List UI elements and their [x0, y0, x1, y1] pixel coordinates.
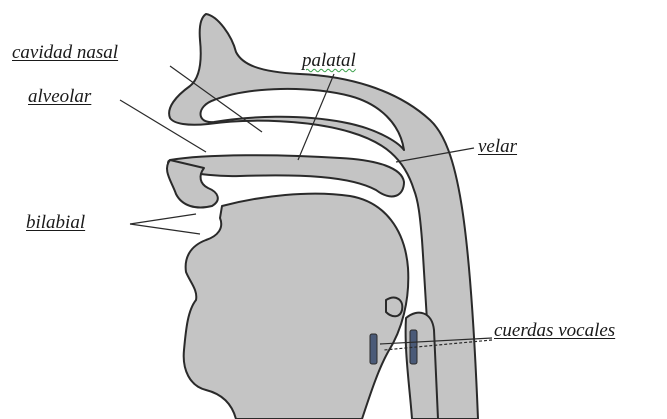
- label-vocal-cords: cuerdas vocales: [494, 320, 615, 342]
- label-nasal-cavity: cavidad nasal: [12, 42, 118, 64]
- leader-bilabial-lower: [130, 224, 200, 234]
- label-velar: velar: [478, 136, 517, 158]
- label-palatal: palatal: [302, 50, 356, 72]
- label-alveolar: alveolar: [28, 86, 91, 108]
- leader-bilabial-upper: [130, 214, 196, 224]
- larynx-wall: [406, 313, 438, 419]
- vocal-fold-left: [370, 334, 377, 364]
- epiglottis: [386, 298, 402, 317]
- tongue-and-jaw: [184, 194, 409, 419]
- label-bilabial: bilabial: [26, 212, 85, 234]
